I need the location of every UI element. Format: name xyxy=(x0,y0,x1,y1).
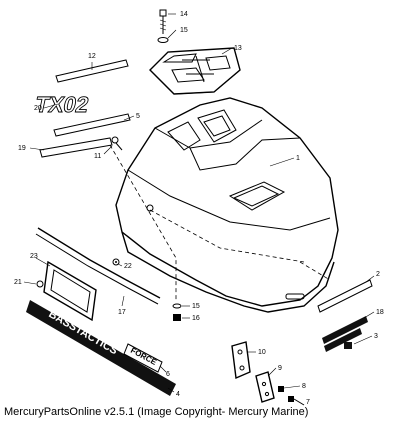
callout-7: 7 xyxy=(306,399,310,406)
decal-stripe-5 xyxy=(53,113,131,137)
callout-1: 1 xyxy=(296,155,300,162)
decal-basstactics-4: BASSTACTICS xyxy=(26,300,176,396)
nut-16 xyxy=(173,314,181,321)
decal-frame-23 xyxy=(43,260,97,322)
callout-6: 6 xyxy=(166,371,170,378)
trim-strip-17 xyxy=(35,227,161,305)
callout-23: 23 xyxy=(30,253,38,260)
top-cowl xyxy=(109,97,339,313)
decal-stripe-2 xyxy=(317,279,373,313)
decal-stripe-18 xyxy=(322,316,368,352)
svg-text:TX02: TX02 xyxy=(33,92,91,117)
decal-stripe-19 xyxy=(39,137,113,158)
callout-2: 2 xyxy=(376,271,380,278)
callout-20: 20 xyxy=(34,105,42,112)
callout-18: 18 xyxy=(376,309,384,316)
callout-16: 16 xyxy=(192,315,200,322)
decal-tx02-20: TX02 xyxy=(33,92,92,118)
callout-13: 13 xyxy=(234,45,242,52)
leader-lines xyxy=(23,13,375,393)
callout-8: 8 xyxy=(302,383,306,390)
fastener-cowl xyxy=(146,204,154,212)
washer-15-lower xyxy=(172,303,182,309)
callout-22: 22 xyxy=(124,263,132,270)
screw-7 xyxy=(288,396,305,406)
latch-bracket-10 xyxy=(231,341,251,380)
callout-19: 19 xyxy=(18,145,26,152)
nut-22 xyxy=(112,258,120,266)
callout-15-top: 15 xyxy=(180,27,188,34)
callout-3: 3 xyxy=(374,333,378,340)
screw-14 xyxy=(159,9,167,34)
latch-9 xyxy=(255,371,275,403)
callout-10: 10 xyxy=(258,349,266,356)
washer-15-top xyxy=(157,37,169,43)
callout-21: 21 xyxy=(14,279,22,286)
callout-12: 12 xyxy=(88,53,96,60)
callout-17: 17 xyxy=(118,309,126,316)
callout-5: 5 xyxy=(136,113,140,120)
screw-8 xyxy=(278,386,284,392)
callout-14: 14 xyxy=(180,11,188,18)
handle-cover xyxy=(149,47,241,95)
callouts: 14 15 13 12 20 5 19 11 1 23 21 22 17 15 … xyxy=(14,11,384,406)
screw-21 xyxy=(36,280,44,288)
callout-4: 4 xyxy=(176,391,180,398)
decal-3 xyxy=(344,342,352,349)
screw-11 xyxy=(111,136,123,151)
decal-stripe-12 xyxy=(55,59,129,83)
image-caption: MercuryPartsOnline v2.5.1 (Image Copyrig… xyxy=(4,406,309,418)
callout-11: 11 xyxy=(94,153,101,160)
callout-15-lower: 15 xyxy=(192,303,200,310)
callout-9: 9 xyxy=(278,365,282,372)
